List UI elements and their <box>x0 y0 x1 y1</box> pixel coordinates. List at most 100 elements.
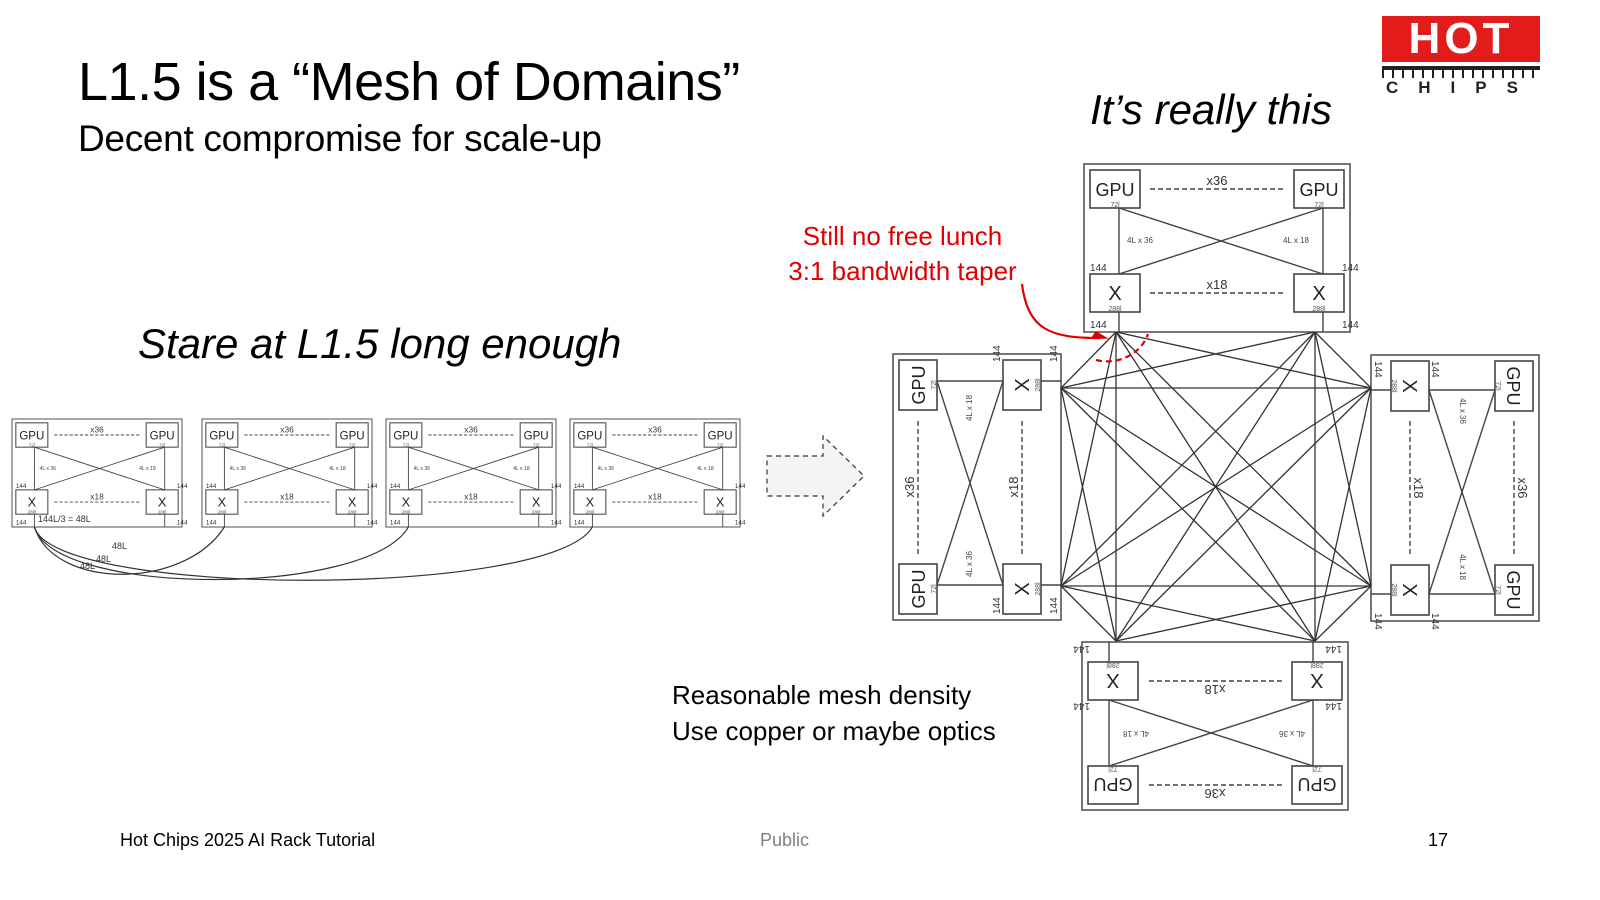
gpu-box-label: GPU <box>1299 180 1338 200</box>
link-annotation: 4L x 36 <box>1279 729 1305 738</box>
mesh-note: Reasonable mesh density Use copper or ma… <box>672 677 996 749</box>
gpu-box <box>898 359 938 411</box>
gpu-box <box>145 422 179 448</box>
switch-box <box>573 489 607 515</box>
port-count: 144 <box>390 483 401 490</box>
port-count: 144 <box>206 519 217 526</box>
gpu-box <box>205 422 239 448</box>
switch-pair-count: x18 <box>1207 277 1228 292</box>
switch-box <box>389 489 423 515</box>
domain-frame <box>892 353 1062 621</box>
gpu-switch-link <box>1428 389 1496 595</box>
gpu-switch-link <box>1108 699 1314 767</box>
gpu-box-label: GPU <box>1095 180 1134 200</box>
port-count: 144 <box>1429 361 1440 378</box>
link-annotation: 4L x 18 <box>1123 729 1149 738</box>
gpu-pair-count: x36 <box>464 424 478 434</box>
link-annotation: 4L x 36 <box>598 466 615 472</box>
taper-arc <box>1095 333 1150 363</box>
link-count: 288l <box>28 510 36 515</box>
switch-box-label: X <box>218 494 227 509</box>
port-count: 144 <box>574 519 585 526</box>
link-count: 288l <box>1108 306 1122 313</box>
link-annotation: 4L x 36 <box>1127 236 1153 245</box>
mesh-link <box>1314 331 1372 389</box>
gpu-pair-count: x36 <box>902 477 917 498</box>
gpu-box-label: GPU <box>393 430 418 442</box>
lead-right-caption: It’s really this <box>1090 86 1332 133</box>
switch-box <box>1089 273 1141 313</box>
lead-left-caption: Stare at L1.5 long enough <box>138 320 622 367</box>
switch-box-label: X <box>1108 283 1121 305</box>
switch-box-label: X <box>402 494 411 509</box>
gpu-box <box>703 422 737 448</box>
switch-box-label: X <box>1012 378 1034 391</box>
switch-box-label: X <box>348 494 357 509</box>
link-count: 288l <box>532 510 540 515</box>
slide-subtitle: Decent compromise for scale-up <box>78 118 602 159</box>
port-count: 144 <box>574 483 585 490</box>
link-count: 72l <box>159 443 165 448</box>
switch-box-label: X <box>586 494 595 509</box>
port-count: 144 <box>551 483 562 490</box>
gpu-pair-count: x36 <box>648 424 662 434</box>
link-count: 288l <box>348 510 356 515</box>
switch-pair-count: x18 <box>1205 682 1226 697</box>
gpu-box <box>15 422 49 448</box>
domain-frame <box>1370 354 1540 622</box>
switch-box <box>1390 564 1430 616</box>
link-count: 72l <box>717 443 723 448</box>
gpu-box <box>1494 564 1534 616</box>
port-count: 144 <box>992 345 1003 362</box>
mesh-link <box>1314 387 1372 642</box>
mesh-link <box>1314 585 1372 642</box>
port-count: 144 <box>1372 613 1383 630</box>
logo-bar <box>1382 66 1540 70</box>
link-count: 72l <box>349 443 355 448</box>
port-count: 144 <box>367 483 378 490</box>
switch-box-label: X <box>1012 582 1034 595</box>
gpu-switch-link <box>1118 207 1324 275</box>
link-count: 288l <box>716 510 724 515</box>
gpu-box <box>1494 360 1534 412</box>
logo-hot-text: HOT <box>1382 16 1540 62</box>
switch-box <box>703 489 737 515</box>
gpu-box-label: GPU <box>340 430 365 442</box>
gpu-box <box>519 422 553 448</box>
gpu-box <box>898 563 938 615</box>
gpu-box <box>573 422 607 448</box>
port-count: 144 <box>1090 263 1107 274</box>
gpu-box <box>389 422 423 448</box>
mesh-link <box>1060 585 1117 642</box>
link-count: 72l <box>1312 765 1322 772</box>
link-count: 288l <box>1312 306 1326 313</box>
port-count: 144 <box>551 519 562 526</box>
inter-domain-link <box>33 526 593 581</box>
taper-arrow <box>1020 283 1101 340</box>
switch-box <box>1087 661 1139 701</box>
switch-box-label: X <box>1310 669 1323 691</box>
switch-box <box>1291 661 1343 701</box>
link-annotation: 4L x 36 <box>40 466 57 472</box>
switch-box <box>1293 273 1345 313</box>
mesh-link <box>1060 331 1316 587</box>
mesh-link <box>1060 331 1316 389</box>
mesh-note-line2: Use copper or maybe optics <box>672 716 996 746</box>
port-count: 144 <box>1429 613 1440 630</box>
gpu-switch-link <box>408 446 539 491</box>
footer-classification: Public <box>760 830 810 850</box>
logo-chips-text: CHIPS <box>1386 78 1538 97</box>
port-count: 144 <box>1049 597 1060 614</box>
link-width-label: 48L <box>96 554 111 564</box>
gpu-box-label: GPU <box>577 430 602 442</box>
port-count: 144 <box>16 519 27 526</box>
port-count: 144 <box>1342 320 1359 331</box>
switch-box <box>1002 563 1042 615</box>
link-annotation: 4L x 18 <box>965 395 974 421</box>
link-count: 72l <box>219 443 225 448</box>
switch-box <box>1390 360 1430 412</box>
mesh-link <box>1060 387 1372 587</box>
